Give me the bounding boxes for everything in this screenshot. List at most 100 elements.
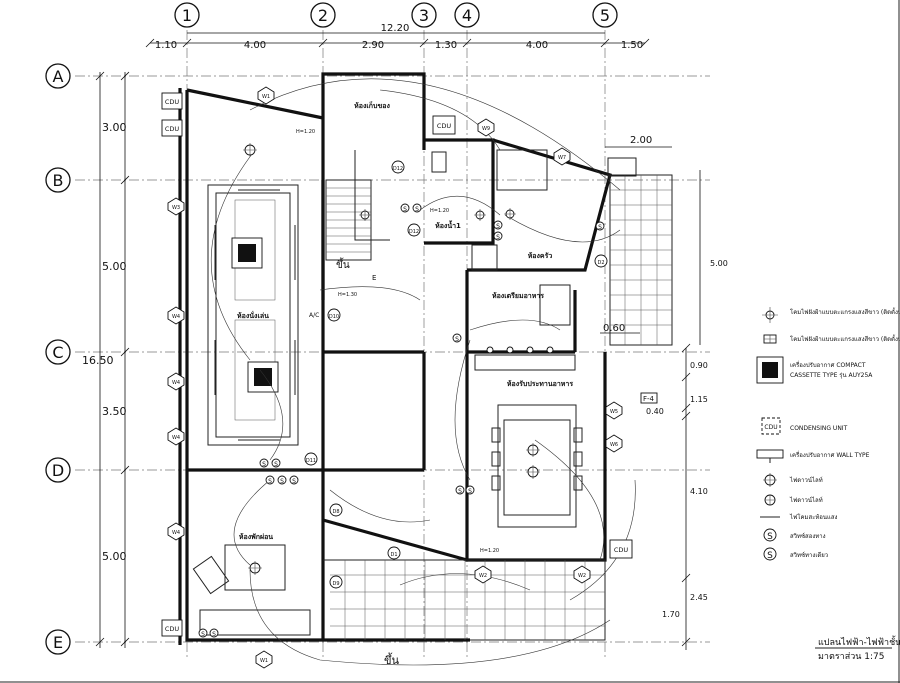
grid-bubble-d	[45, 457, 71, 483]
room-living: ห้องนั่งเล่น	[237, 310, 269, 320]
grid-label-a: A	[53, 67, 64, 86]
svg-text:W5: W5	[610, 409, 618, 415]
dining-counter	[474, 354, 576, 371]
switch-group-1: S S	[400, 203, 422, 213]
svg-text:S: S	[468, 488, 472, 495]
svg-text:W9: W9	[482, 126, 490, 132]
dining-set	[491, 404, 583, 528]
grid-label-1: 1	[182, 6, 192, 25]
room-bath: ห้องน้ำ1	[435, 219, 461, 230]
sofa	[199, 609, 311, 636]
svg-text:W3: W3	[172, 205, 180, 211]
svg-text:W4: W4	[172, 314, 180, 320]
right-dim-3: 0.40	[646, 407, 664, 416]
svg-text:W1: W1	[262, 94, 270, 100]
right-upper-width: 2.00	[630, 135, 652, 146]
left-dim-2: 5.00	[102, 260, 127, 273]
tag-w1b: W1	[255, 650, 273, 669]
switch-group-6: S S	[452, 221, 605, 343]
family-furniture	[192, 544, 311, 636]
grid-bubble-c	[45, 339, 71, 365]
svg-text:W2: W2	[479, 573, 487, 579]
downlight-5	[504, 208, 516, 220]
opening-tags: W1 W3 W4 W4 W4 W4 W9 W7 W5 W6 W2 W2 W1 D…	[167, 86, 623, 669]
legend-cassette-ac: เครื่องปรับอากาศ COMPACT CASSETTE TYPE ร…	[756, 356, 873, 384]
tag-d1: D1	[387, 546, 401, 560]
top-total-dim: 12.20	[381, 23, 410, 34]
dining-table-top	[503, 419, 571, 516]
downlight-2	[526, 443, 540, 457]
tag-w2a: W2	[474, 565, 492, 584]
left-total-dim: 16.50	[82, 354, 114, 367]
right-dim-1: 0.90	[690, 361, 708, 370]
legend-strip-light: ไฟโคมสะท้อนแสง	[760, 513, 838, 521]
svg-text:D12: D12	[393, 166, 403, 172]
tag-w3: W3	[167, 197, 185, 216]
tag-w4d: W4	[167, 522, 185, 541]
left-dimensions: 16.50 3.00 5.00 3.50 5.00	[82, 71, 130, 648]
grid-label-5: 5	[600, 6, 610, 25]
tag-w4b: W4	[167, 372, 185, 391]
tag-d12b: D12	[407, 223, 421, 237]
stair-up-label-2: ขึ้น	[384, 652, 400, 667]
grid-label-c: C	[52, 343, 63, 362]
right-deck	[607, 157, 673, 346]
svg-text:โคมไฟฝังฝ้าแบบตะแกรงแสงสีขาว (: โคมไฟฝังฝ้าแบบตะแกรงแสงสีขาว (ติดตั้งบนฝ…	[790, 306, 900, 316]
legend: โคมไฟฝังฝ้าแบบตะแกรงแสงสีขาว (ติดตั้งบนฝ…	[756, 306, 900, 561]
tag-w1: W1	[257, 86, 275, 105]
grid-bubble-b	[45, 167, 71, 193]
dining-wall	[465, 270, 607, 562]
switches: S S S S S S S S S S S S S S S	[198, 203, 605, 638]
switch-group-5: S S	[198, 628, 219, 638]
svg-text:S: S	[767, 551, 773, 561]
downlight-1	[243, 143, 257, 157]
fluorescent-strips	[214, 189, 300, 471]
svg-text:สวิทซ์ทางเดียว: สวิทซ์ทางเดียว	[790, 551, 828, 559]
cdu-label-2: CDU	[165, 125, 180, 133]
svg-text:S: S	[458, 488, 462, 495]
legend-downlight: ไฟดาวน์ไลท์	[764, 494, 823, 506]
grid-label-d: D	[52, 461, 64, 480]
svg-text:S: S	[292, 478, 296, 485]
cassette-ac-1	[231, 237, 263, 269]
switch-group-2: S S	[493, 220, 503, 241]
svg-text:D1: D1	[390, 552, 397, 558]
svg-text:S: S	[201, 631, 205, 638]
svg-text:S: S	[767, 532, 773, 542]
tag-w2b: W2	[573, 565, 591, 584]
kitchen-furniture	[431, 149, 576, 371]
svg-text:S: S	[455, 336, 459, 343]
ceiling-cove-inner	[215, 192, 291, 438]
note-f4: F-4	[643, 395, 655, 403]
top-dim-ticks	[145, 38, 650, 48]
svg-text:S: S	[262, 461, 266, 468]
grid-label-b: B	[53, 171, 64, 190]
stair-up-label-1: ขึ้น	[336, 257, 350, 271]
cdu-box-1	[161, 92, 183, 110]
grid-bubble-3	[411, 2, 437, 28]
svg-text:D11: D11	[306, 458, 316, 464]
grid-bubbles-columns: 1 2 3 4 5	[174, 2, 618, 28]
room-family: ห้องพักผ่อน	[239, 532, 273, 541]
right-dimensions: 2.00 5.00 0.60 0.90 1.15 0.40 4.10 2.45 …	[600, 135, 728, 650]
ceiling-lamps-pantry	[486, 346, 554, 354]
dining-table	[497, 404, 577, 528]
deck-step	[607, 157, 637, 177]
grid-bubble-1	[174, 2, 200, 28]
downlight-7	[474, 209, 486, 221]
right-dim-4: 4.10	[690, 487, 708, 496]
svg-text:W7: W7	[558, 155, 566, 161]
drawing-title: แปลนไฟฟ้า-ไฟฟ้าชั้น 1	[818, 635, 900, 648]
grid-bubble-4	[454, 2, 480, 28]
right-dim-2: 1.15	[690, 395, 708, 404]
svg-text:CDU: CDU	[764, 424, 777, 431]
left-dim-1: 3.00	[102, 121, 127, 134]
svg-text:W6: W6	[610, 442, 618, 448]
downlight-6	[359, 209, 371, 221]
terrace-edge	[323, 559, 606, 641]
svg-text:D9: D9	[332, 581, 339, 587]
left-dim-4: 5.00	[102, 550, 127, 563]
note-h120-2: H=1.20	[430, 208, 449, 214]
svg-text:W4: W4	[172, 380, 180, 386]
living-ceiling	[207, 184, 299, 446]
